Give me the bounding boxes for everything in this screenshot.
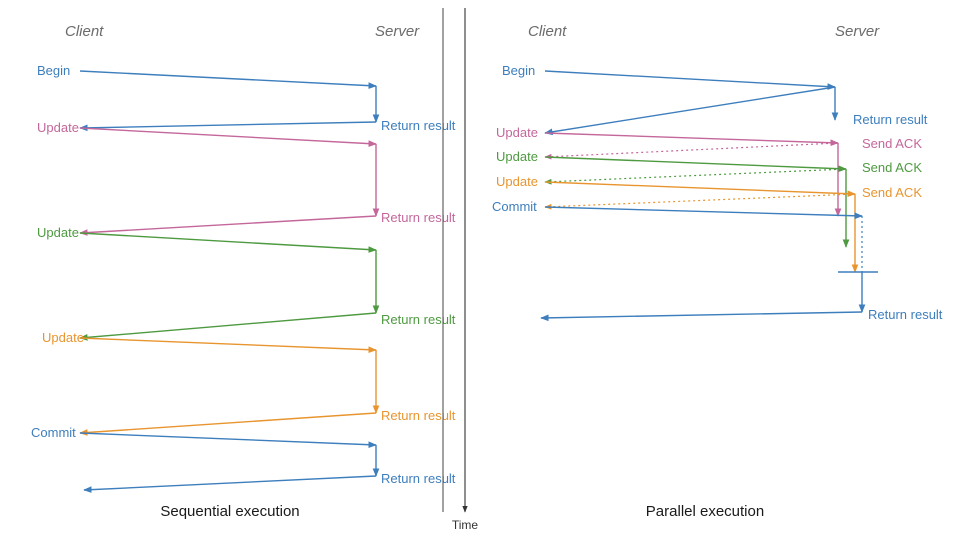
- request-label-commit: Commit: [31, 425, 76, 440]
- request-label-update-2: Update: [496, 149, 538, 164]
- reply-label-begin: Return result: [853, 112, 928, 127]
- request-label-update-3: Update: [42, 330, 84, 345]
- request-arrow-update-3: [79, 337, 377, 354]
- request-arrow-commit: [79, 432, 377, 449]
- reply-arrow-update-3: [544, 193, 856, 210]
- reply-label-update-1: Return result: [381, 210, 456, 225]
- reply-label-update-2: Send ACK: [862, 160, 922, 175]
- reply-arrow-commit: [83, 475, 377, 493]
- request-label-update-1: Update: [496, 125, 538, 140]
- request-arrow-update-2: [544, 156, 847, 173]
- client-header-label: Client: [528, 23, 567, 40]
- reply-arrow-commit: [540, 311, 863, 322]
- reply-arrow-begin: [544, 86, 836, 136]
- reply-label-update-1: Send ACK: [862, 136, 922, 151]
- reply-arrow-update-2: [544, 168, 847, 185]
- server-header-label: Server: [375, 23, 420, 40]
- reply-arrow-begin: [79, 121, 377, 132]
- request-label-begin: Begin: [37, 63, 70, 78]
- divider-layer: Time: [442, 8, 479, 532]
- panel-caption-parallel: Parallel execution: [646, 503, 764, 520]
- request-arrow-begin: [79, 70, 377, 89]
- client-header-label: Client: [65, 23, 104, 40]
- reply-label-begin: Return result: [381, 118, 456, 133]
- request-arrow-commit: [544, 206, 863, 220]
- request-arrow-update-1: [79, 127, 377, 147]
- reply-arrow-update-2: [79, 312, 377, 341]
- reply-arrow-update-1: [79, 215, 377, 236]
- request-arrow-update-2: [79, 232, 377, 253]
- request-label-commit: Commit: [492, 199, 537, 214]
- request-arrow-update-3: [544, 181, 856, 198]
- request-label-update-2: Update: [37, 225, 79, 240]
- request-arrow-begin: [544, 70, 836, 90]
- reply-arrow-update-1: [544, 142, 839, 160]
- panel-caption-sequential: Sequential execution: [160, 503, 299, 520]
- request-label-update-3: Update: [496, 174, 538, 189]
- request-label-begin: Begin: [502, 63, 535, 78]
- reply-label-update-3: Return result: [381, 408, 456, 423]
- reply-label-commit: Return result: [868, 307, 943, 322]
- request-arrow-update-1: [544, 132, 839, 147]
- reply-label-commit: Return result: [381, 471, 456, 486]
- request-label-update-1: Update: [37, 120, 79, 135]
- reply-label-update-3: Send ACK: [862, 185, 922, 200]
- time-axis-label: Time: [452, 518, 479, 532]
- reply-label-update-2: Return result: [381, 312, 456, 327]
- reply-arrow-update-3: [79, 412, 377, 436]
- server-header-label: Server: [835, 23, 880, 40]
